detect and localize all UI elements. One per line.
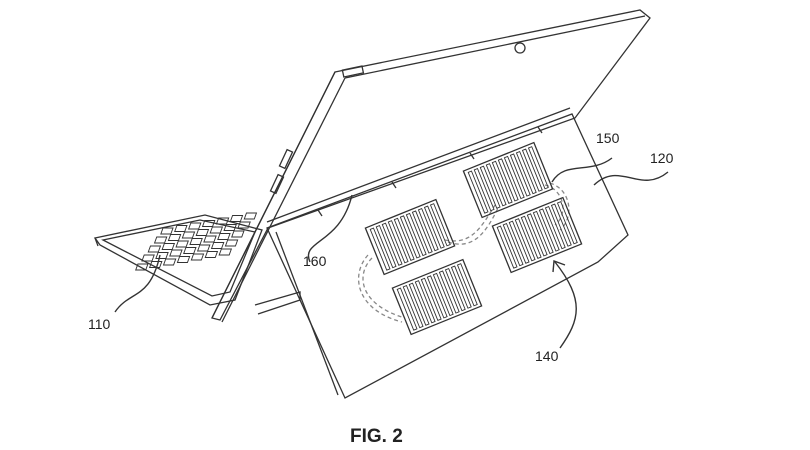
vent-slot [405,212,427,257]
key [161,243,176,250]
heat-path-dashed [358,182,570,323]
key [217,233,231,240]
vent-slot [509,153,531,197]
vent-slot [420,277,442,321]
vent-grille [391,258,483,336]
vent-slot [508,220,530,264]
vent-slot [550,203,572,247]
vent-slot [438,270,460,314]
vent-slot [502,223,524,267]
vent-slot [532,210,554,255]
vent-slot [408,282,430,326]
vent-slot [467,170,489,214]
key [181,231,196,239]
key [169,249,183,257]
vent-slot [520,215,542,259]
vent-slot [429,203,451,247]
vent-slot [473,168,495,212]
vent-slot [527,146,549,190]
vent-slot [423,205,445,249]
vent-slot [491,160,513,204]
vent-slot [375,225,397,269]
vent-slot [456,263,478,307]
key [201,220,216,227]
key [148,261,163,268]
key [160,227,174,235]
key [147,245,162,253]
key [224,239,239,247]
vent-slot [521,148,543,192]
vent-slot [485,163,507,207]
key [215,217,230,225]
key [229,215,244,222]
key [218,248,233,256]
vent-slot [450,265,472,309]
key [153,236,168,244]
vent-slot [538,208,560,252]
label-140: 140 [535,348,559,364]
vent-slot [402,285,424,329]
key [210,242,225,249]
vent-slot [515,150,537,195]
key [196,244,211,252]
vent-slot [444,267,466,312]
label-110: 110 [88,316,111,332]
key [189,238,203,245]
tablet-body [211,9,651,323]
label-150: 150 [596,130,620,146]
key [167,234,182,241]
key [190,253,205,261]
vent-slot [387,220,409,264]
vent-slot [496,225,518,269]
vent-slot [396,287,418,331]
key [174,225,188,232]
vent-slot [369,227,391,271]
key [162,258,177,266]
key [175,240,189,248]
vent-slot [411,210,433,254]
key [231,230,245,238]
label-160: 160 [303,253,327,269]
label-120: 120 [650,150,674,166]
keyboard-cover [93,212,263,306]
vent-slot [514,218,536,262]
key [243,212,258,220]
key [203,235,217,243]
key [135,263,149,271]
vent-slot [432,272,454,317]
vent-slot [399,215,421,259]
key [176,256,191,263]
key [195,229,210,236]
kickstand [254,107,629,399]
vent-grille [462,141,554,219]
vent-slot [393,217,415,261]
vent-slot [479,165,501,209]
leader-lines [114,157,669,349]
vent-slot [503,155,525,200]
key [141,254,155,262]
key [237,221,251,229]
key [187,222,202,230]
key [209,226,224,234]
figure-caption: FIG. 2 [350,426,403,447]
vent-slot [426,275,448,319]
vent-grille [491,196,583,274]
vent-slot [544,205,566,250]
vent-slot [526,213,548,257]
key [223,224,237,231]
key [155,252,169,259]
vent-slot [381,222,403,266]
vent-slot [497,158,519,202]
key [183,247,197,254]
vent-slot [414,280,436,324]
vent-grille [364,198,456,276]
key [204,251,219,258]
vent-slot [417,207,439,252]
vent-slot [556,201,578,245]
